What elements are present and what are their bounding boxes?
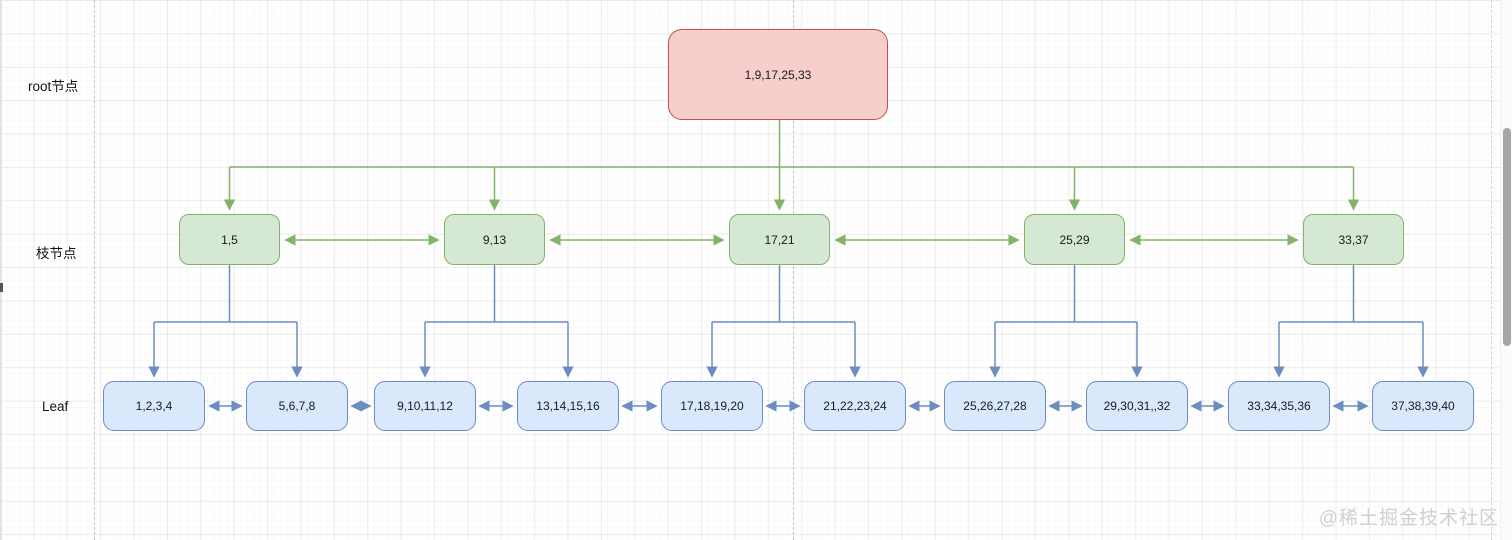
page-guide-dashed-center <box>793 0 794 540</box>
leaf-node-1: 1,2,3,4 <box>103 381 205 431</box>
leaf-node-8: 29,30,31,,32 <box>1086 381 1188 431</box>
window-left-edge <box>0 0 2 540</box>
branch-to-leaf-edges <box>148 265 1429 378</box>
juejin-watermark: @稀土掘金技术社区 <box>1318 508 1499 529</box>
root-to-branch-edges <box>223 120 1360 211</box>
leaf-node-5: 17,18,19,20 <box>661 381 763 431</box>
row-label-root: root节点 <box>28 79 79 94</box>
leaf-node-10: 37,38,39,40 <box>1372 381 1474 431</box>
branch-node-2: 9,13 <box>444 214 545 265</box>
branch-node-4: 25,29 <box>1024 214 1125 265</box>
row-label-branch: 枝节点 <box>36 246 77 261</box>
vertical-scrollbar-thumb[interactable] <box>1503 128 1511 346</box>
branch-node-5: 33,37 <box>1303 214 1404 265</box>
leaf-node-7: 25,26,27,28 <box>944 381 1046 431</box>
leaf-node-9: 33,34,35,36 <box>1228 381 1330 431</box>
leaf-node-4: 13,14,15,16 <box>517 381 619 431</box>
left-edge-tick <box>0 283 3 292</box>
branch-node-1: 1,5 <box>179 214 280 265</box>
root-node: 1,9,17,25,33 <box>668 29 888 120</box>
page-guide-dashed-left <box>94 0 95 540</box>
leaf-node-6: 21,22,23,24 <box>804 381 906 431</box>
row-label-leaf: Leaf <box>42 399 69 414</box>
leaf-node-3: 9,10,11,12 <box>374 381 476 431</box>
leaf-node-2: 5,6,7,8 <box>246 381 348 431</box>
branch-node-3: 17,21 <box>729 214 830 265</box>
vertical-scrollbar-track[interactable] <box>1500 0 1512 540</box>
page-guide-dashed-right <box>1491 0 1492 540</box>
